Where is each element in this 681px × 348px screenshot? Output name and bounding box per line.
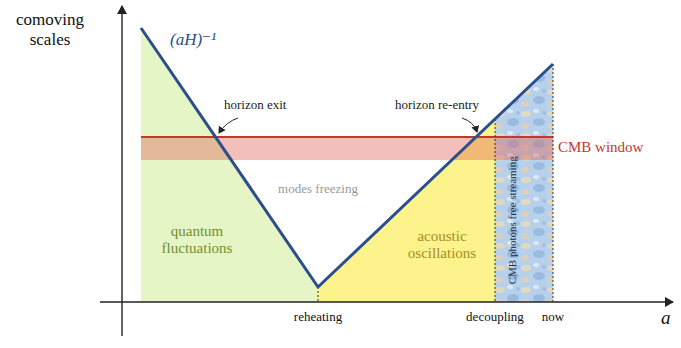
region-note: modes freezing [278, 182, 358, 197]
horizon-reentry-pointer [462, 118, 477, 132]
acoustic-region-shape [318, 119, 495, 302]
annotation: horizon re-entry [395, 98, 479, 113]
tick-label-holder: reheating [294, 310, 342, 325]
axis-title-holder: comoving scales [8, 10, 92, 49]
y-axis [121, 6, 122, 336]
x-axis [100, 301, 673, 302]
text-label: quantum fluctuations [149, 223, 245, 258]
curve-label: (aH)⁻¹ [170, 30, 216, 50]
tick-label: now [542, 310, 564, 325]
cmb-window-band-shape [141, 136, 553, 160]
text-label: acoustic oscillations [394, 228, 490, 263]
region-note-holder: modes freezing [278, 182, 358, 197]
text-label: CMB window [558, 139, 643, 156]
cmb-free-streaming-region-shape [495, 64, 553, 302]
annotation-holder: horizon exit [224, 98, 286, 113]
acoustic-region: acoustic oscillations [318, 119, 495, 302]
axis-title: comoving scales [8, 10, 92, 49]
cmb-window-band: CMB window [141, 136, 553, 160]
quantum-region-shape [141, 28, 318, 302]
cmb-free-streaming-region: CMB photons free streaming [495, 64, 553, 302]
tick-label: reheating [294, 310, 342, 325]
tick-label: decoupling [466, 310, 524, 325]
quantum-region: quantum fluctuations [141, 28, 318, 302]
axis-variable: a [661, 307, 671, 329]
text-label: CMB photons free streaming [506, 156, 519, 284]
tick-label-holder: now [542, 310, 564, 325]
curve-label-holder: (aH)⁻¹ [170, 30, 216, 50]
annotation: horizon exit [224, 98, 286, 113]
horizon-exit-pointer [219, 118, 238, 133]
axis-variable-holder: a [661, 307, 671, 329]
tick-label-holder: decoupling [466, 310, 524, 325]
annotation-holder: horizon re-entry [395, 98, 479, 113]
